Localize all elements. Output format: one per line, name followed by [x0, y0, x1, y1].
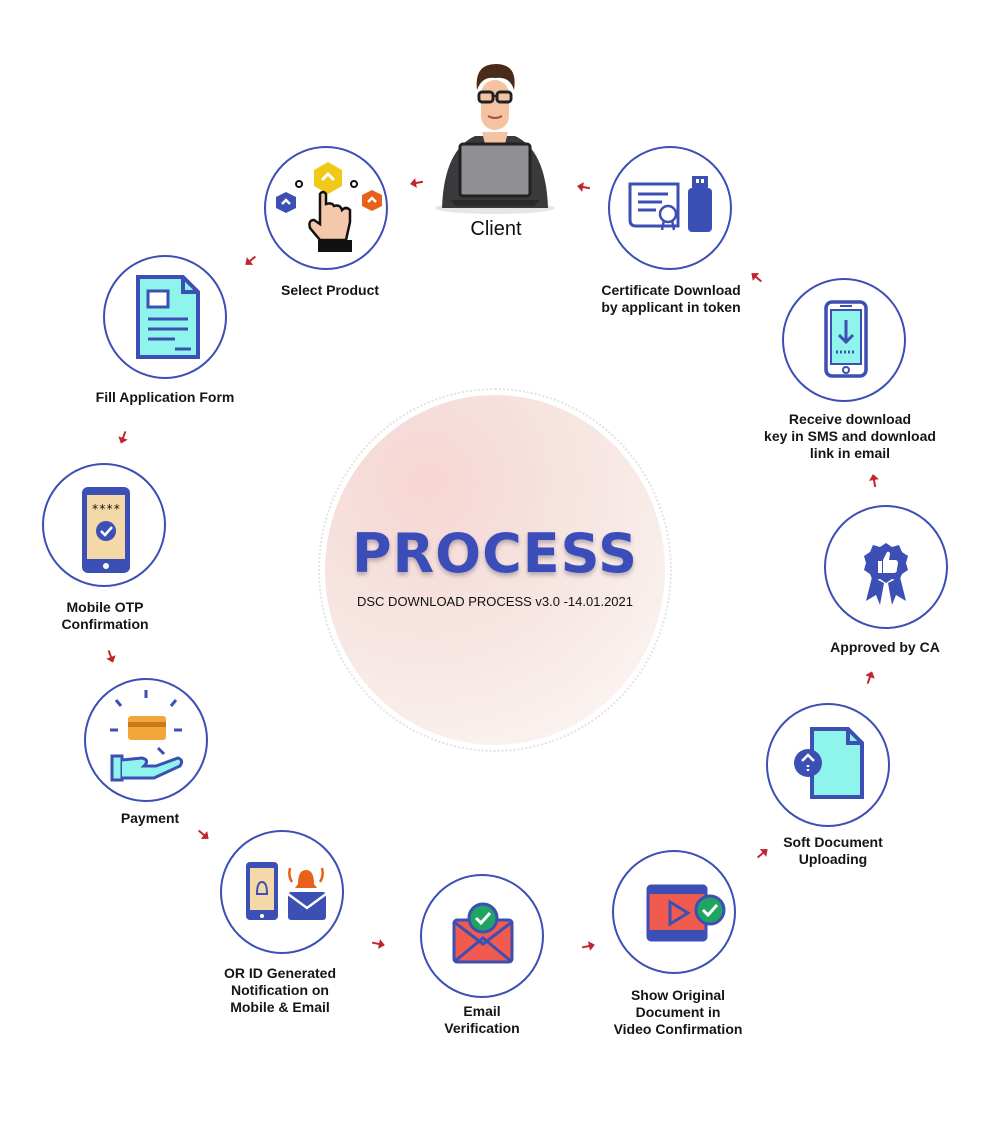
video-check-icon	[646, 884, 726, 942]
payment-label: Payment	[120, 810, 180, 826]
or-id-generated-label: OR ID Generated Notification on Mobile &…	[223, 965, 337, 1015]
soft-document-node	[766, 703, 890, 827]
arrow-upload-to-approved	[865, 671, 875, 684]
arrow-select-to-form	[245, 255, 257, 265]
select-product-node	[264, 146, 388, 270]
hand-pointer-icon	[276, 162, 382, 252]
video-confirmation-node	[612, 850, 736, 974]
process-subtitle: DSC DOWNLOAD PROCESS v3.0 -14.01.2021	[357, 594, 633, 609]
arrow-client-to-select	[410, 178, 424, 188]
certificate-download-label: Certificate Download by applicant in tok…	[601, 282, 741, 315]
process-title: PROCESS	[352, 522, 638, 585]
certificate-download-node	[608, 146, 732, 270]
select-product-label: Select Product	[280, 282, 380, 298]
phone-download-icon	[824, 300, 868, 378]
arrow-orid-to-email	[371, 939, 385, 949]
badge-thumbs-up-icon	[864, 543, 908, 605]
phone-otp-icon: ****	[82, 487, 130, 573]
receive-key-label: Receive download key in SMS and download…	[764, 411, 936, 461]
receive-key-node	[782, 278, 906, 402]
card-payment-icon	[110, 690, 184, 782]
email-check-icon	[452, 902, 514, 964]
svg-text:****: ****	[92, 502, 121, 516]
approved-by-ca-node	[824, 505, 948, 629]
mobile-otp-label: Mobile OTP Confirmation	[61, 599, 149, 632]
approved-by-ca-label: Approved by CA	[830, 639, 940, 655]
certificate-token-icon	[628, 176, 712, 232]
mobile-otp-node: ****	[42, 463, 166, 587]
arrow-payment-to-orid	[197, 829, 209, 839]
document-form-icon	[136, 275, 200, 359]
phone-bell-mail-icon	[246, 862, 327, 920]
arrow-email-to-video	[581, 941, 595, 951]
center-dotted-ring	[318, 388, 672, 752]
arrow-approved-to-receive	[869, 474, 879, 488]
video-confirmation-label: Show Original Document in Video Confirma…	[613, 987, 743, 1037]
client-label: Client	[470, 218, 522, 240]
or-id-generated-node	[220, 830, 344, 954]
email-verification-node	[420, 874, 544, 998]
arrow-otp-to-payment	[106, 650, 116, 663]
payment-node	[84, 678, 208, 802]
client-person-icon	[435, 64, 555, 214]
email-verification-label: Email Verification	[444, 1003, 520, 1036]
arrow-certificate-to-client	[577, 182, 591, 192]
soft-document-label: Soft Document Uploading	[783, 834, 883, 867]
arrow-video-to-upload	[756, 849, 768, 859]
arrow-form-to-otp	[118, 431, 128, 444]
arrow-receive-to-certificate	[751, 273, 763, 283]
fill-form-label: Fill Application Form	[95, 389, 235, 405]
fill-form-node	[103, 255, 227, 379]
document-upload-icon	[794, 727, 864, 799]
